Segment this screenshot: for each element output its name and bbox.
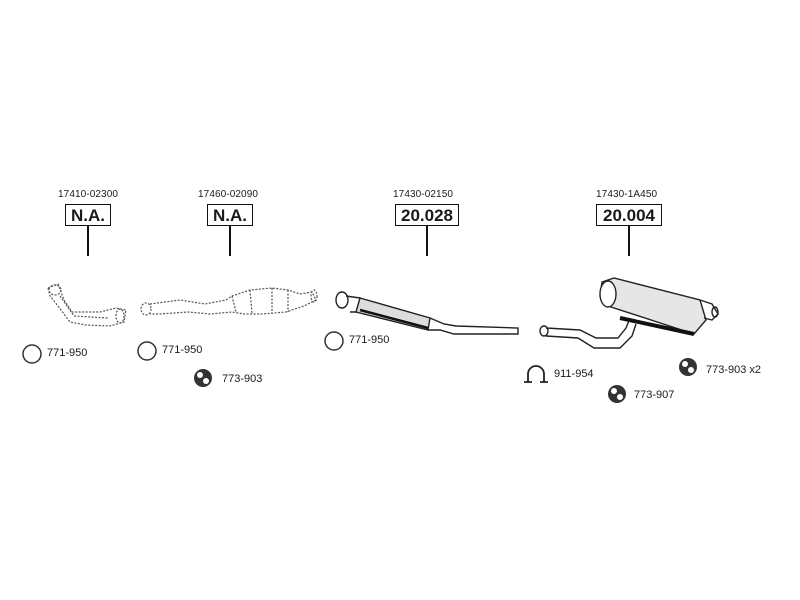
leader-line [87, 226, 89, 256]
rubber-mount-icon [608, 385, 626, 403]
accessory-code: 911-954 [554, 368, 594, 380]
gasket-ring-icon [22, 344, 42, 364]
gasket-ring-icon [137, 341, 157, 361]
part-reference-box[interactable]: 20.028 [395, 204, 459, 226]
gasket-ring-icon [324, 331, 344, 351]
oem-number: 17430-02150 [393, 189, 454, 200]
oem-number: 17430-1A450 [596, 189, 658, 200]
clamp-icon [524, 365, 548, 383]
leader-line [229, 226, 231, 256]
accessory-code: 771-950 [162, 344, 203, 356]
centre-silencer-drawing [335, 291, 519, 335]
accessory-code: 773-907 [634, 389, 675, 401]
part-reference-box[interactable]: N.A. [207, 204, 253, 226]
catalytic-converter-drawing [140, 287, 318, 316]
front-pipe-drawing [47, 283, 127, 327]
rubber-mount-icon [194, 369, 212, 387]
leader-line [426, 226, 428, 256]
rubber-mount-icon [679, 358, 697, 376]
rear-silencer-drawing [539, 277, 719, 349]
accessory-code: 771-950 [47, 347, 88, 359]
part-reference-box[interactable]: 20.004 [596, 204, 662, 226]
accessory-code: 771-950 [349, 334, 390, 346]
oem-number: 17410-02300 [58, 189, 119, 200]
part-reference-box[interactable]: N.A. [65, 204, 111, 226]
oem-number: 17460-02090 [198, 189, 259, 200]
leader-line [628, 226, 630, 256]
accessory-code: 773-903 x2 [706, 364, 762, 376]
accessory-code: 773-903 [222, 373, 263, 385]
